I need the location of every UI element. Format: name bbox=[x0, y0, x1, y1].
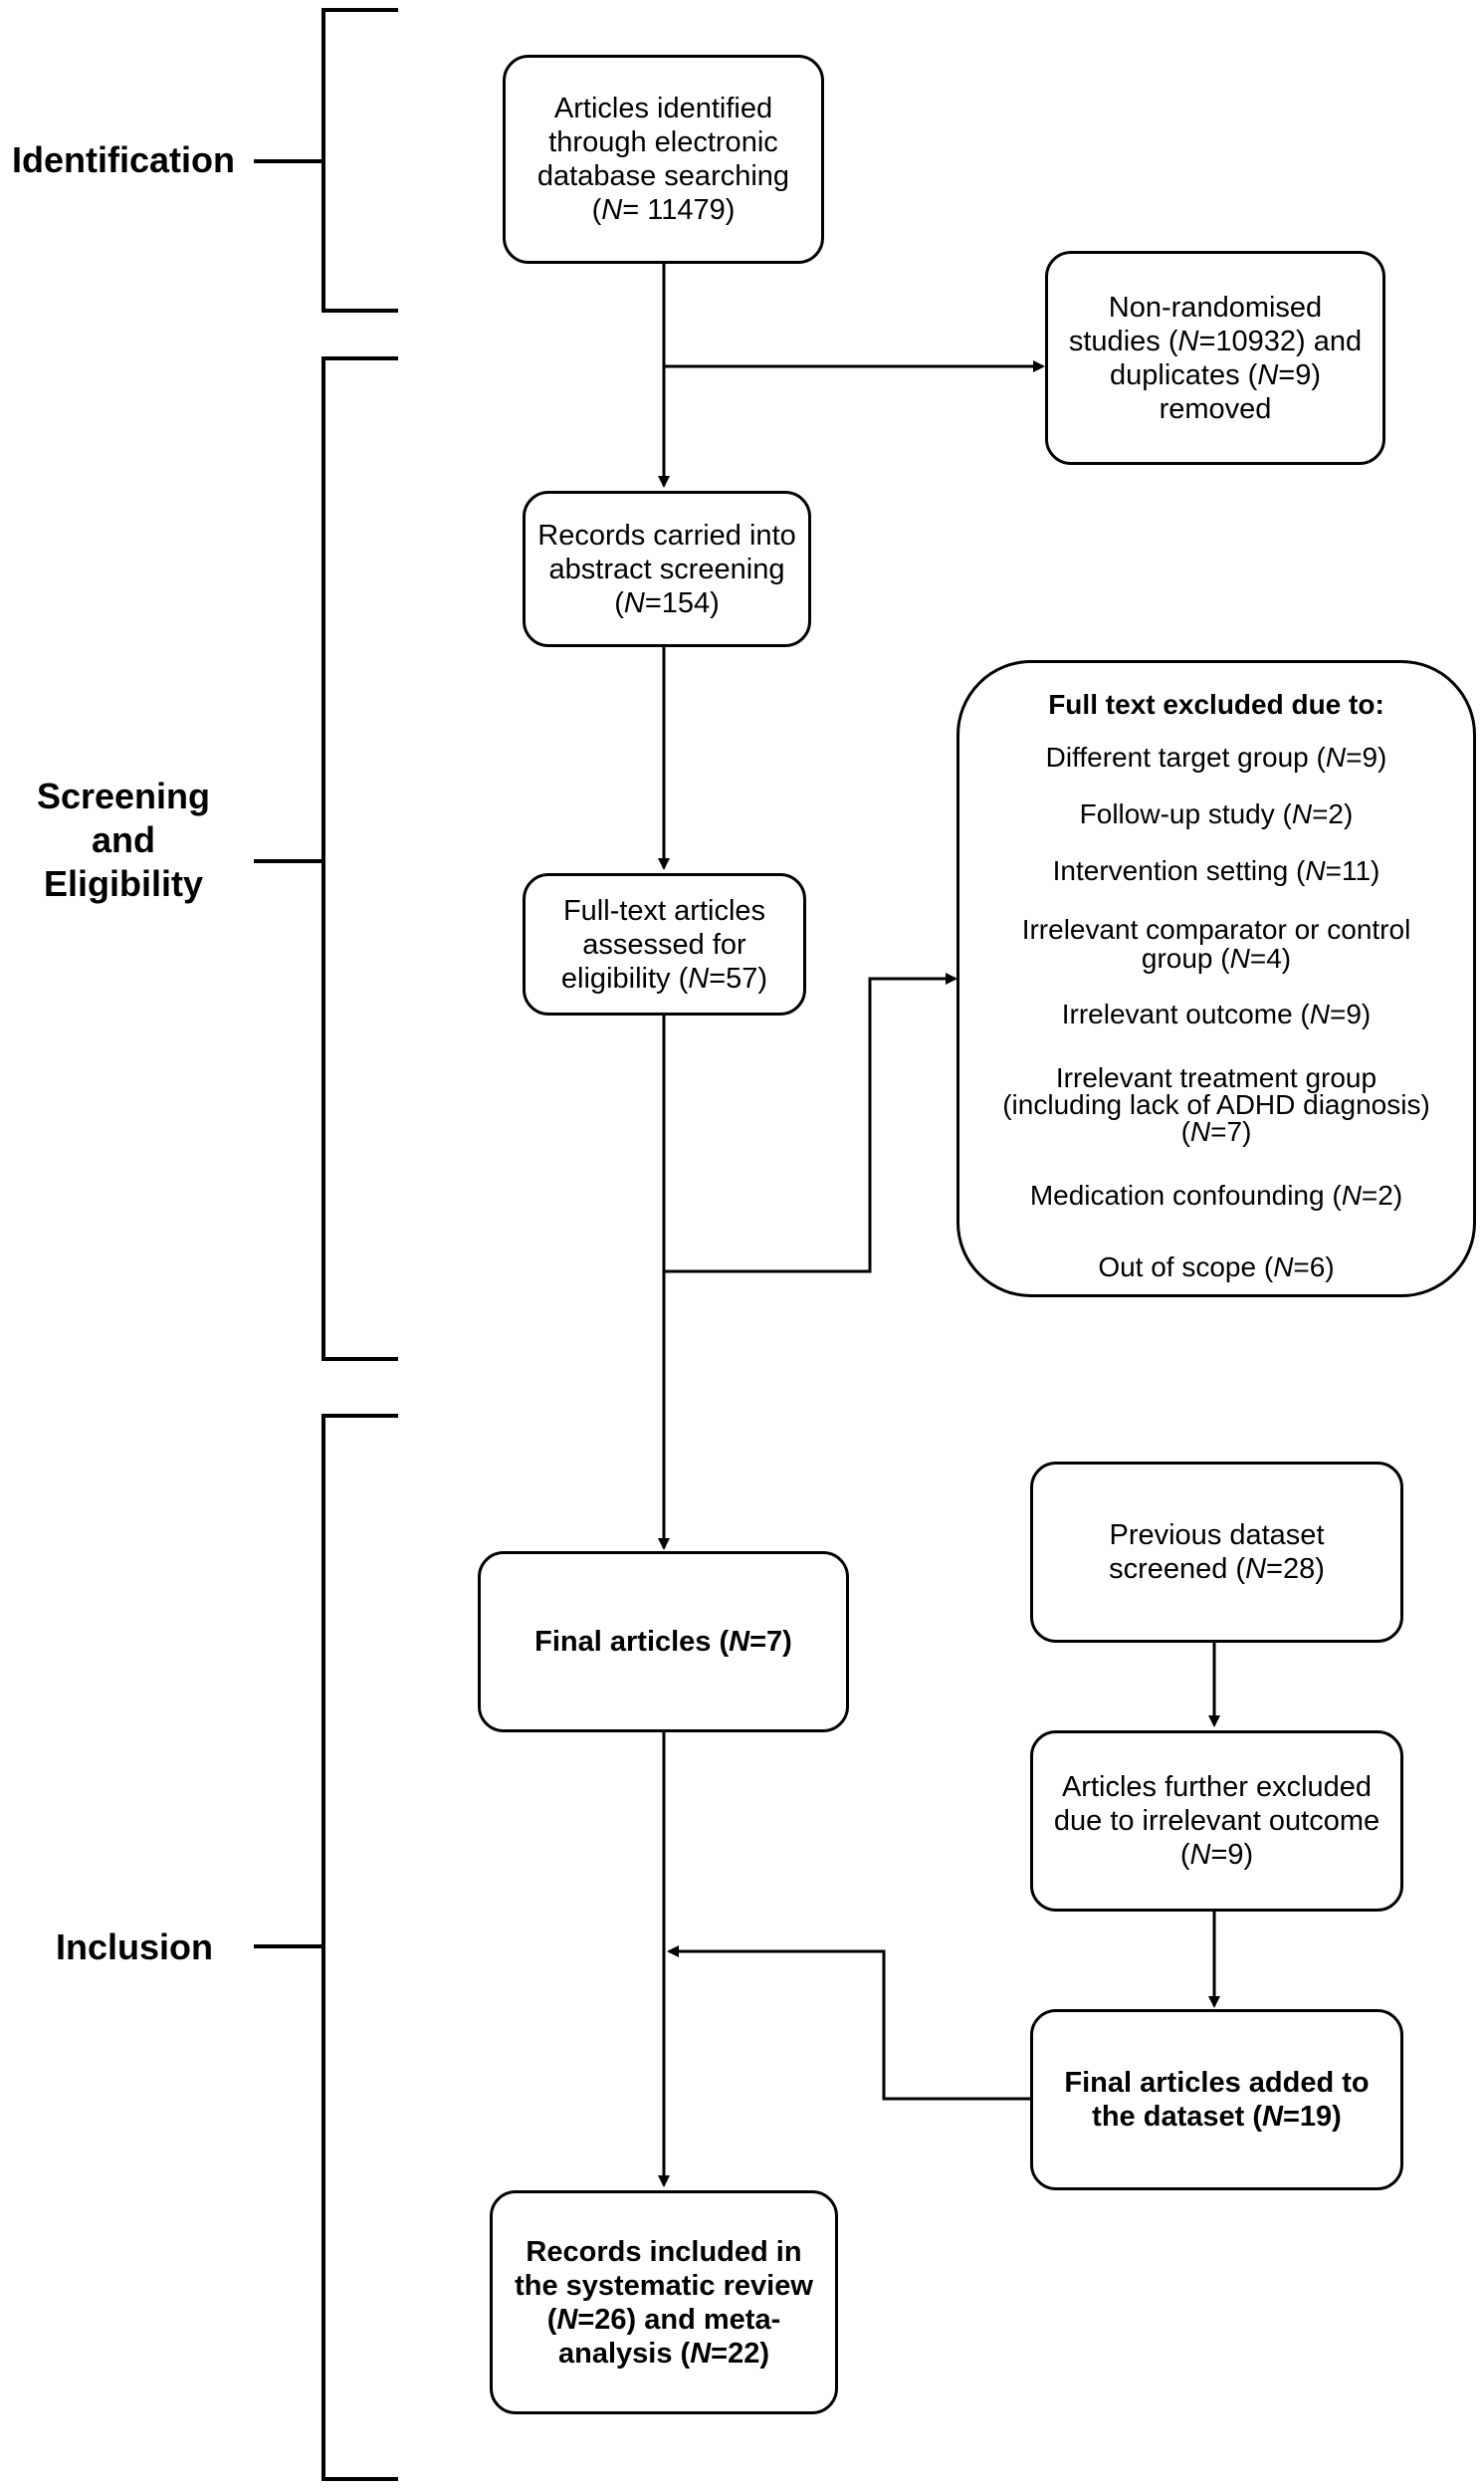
box-abstract-screening: Records carried into abstract screening … bbox=[523, 491, 811, 647]
box-records-identified: Articles identified through electronic d… bbox=[503, 55, 824, 264]
exclusion-item: Medication confounding (N=2) bbox=[1029, 1180, 1403, 1211]
arrow-to-exclusions bbox=[664, 973, 957, 1273]
stage-inclusion: Inclusion bbox=[55, 1926, 213, 1967]
box-further-excluded: Articles further excluded due to irrelev… bbox=[1030, 1730, 1403, 1912]
box-previous-dataset: Previous dataset screened (N=28) bbox=[1030, 1462, 1403, 1643]
screening-bracket bbox=[254, 356, 398, 1361]
box-full-text-assessed: Full-text articles assessed for eligibil… bbox=[523, 873, 806, 1016]
box-articles-added: Final articles added to the dataset (N=1… bbox=[1030, 2009, 1403, 2190]
exclusion-item: Different target group (N=9) bbox=[1045, 742, 1387, 773]
inclusion-bracket bbox=[254, 1414, 398, 2481]
box-records-removed: Non-randomised studies (N=10932) and dup… bbox=[1045, 251, 1385, 465]
exclusion-item: Irrelevant outcome (N=9) bbox=[1061, 999, 1372, 1029]
stage-screening-eligibility: Screening and Eligibility bbox=[36, 776, 211, 904]
box-records-included: Records included in the systematic revie… bbox=[490, 2190, 838, 2414]
exclusion-item: Out of scope (N=6) bbox=[1098, 1251, 1335, 1282]
identification-bracket bbox=[254, 8, 398, 313]
exclusion-item: Follow-up study (N=2) bbox=[1079, 798, 1354, 829]
exclusion-item: Intervention setting (N=11) bbox=[1052, 855, 1380, 886]
exclusions-heading: Full text excluded due to: bbox=[1048, 689, 1384, 720]
box-full-text-exclusions: Full text excluded due to: Different tar… bbox=[956, 660, 1476, 1297]
stage-identification: Identification bbox=[12, 139, 235, 180]
exclusion-item: Irrelevant treatment group (including la… bbox=[1002, 1062, 1430, 1147]
arrow-added-to-main bbox=[667, 1945, 1030, 2101]
box-final-articles: Final articles (N=7) bbox=[478, 1551, 849, 1732]
exclusion-item: Irrelevant comparator or control group (… bbox=[1021, 914, 1411, 974]
